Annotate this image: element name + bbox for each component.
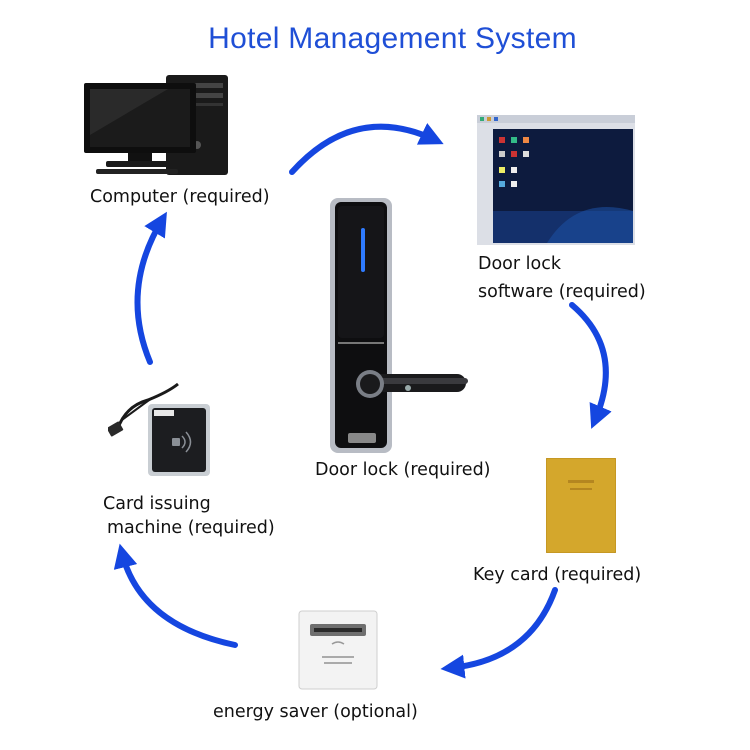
door-lock-icon <box>330 198 468 453</box>
computer-label: Computer (required) <box>90 187 270 207</box>
card-machine-label-line2: machine (required) <box>107 518 275 538</box>
software-label-line1: Door lock <box>478 254 561 274</box>
software-screenshot-icon <box>477 115 635 245</box>
door-lock-label: Door lock (required) <box>315 460 491 480</box>
arrow-software-to-keycard <box>569 302 612 429</box>
arrow-energysaver-to-cardmachine <box>113 543 238 648</box>
arrow-keycard-to-energysaver <box>440 587 558 679</box>
arrow-computer-to-software <box>289 122 444 175</box>
page-title: Hotel Management System <box>208 22 577 55</box>
desktop-computer-icon <box>84 75 228 175</box>
key-card-label: Key card (required) <box>473 565 642 585</box>
software-label-line2: software (required) <box>478 282 646 302</box>
arrow-cardmachine-to-computer <box>134 211 167 365</box>
card-encoder-icon <box>108 382 210 476</box>
energy-saver-label: energy saver (optional) <box>213 702 418 722</box>
card-machine-label-line1: Card issuing <box>103 494 211 514</box>
key-card-icon <box>546 458 616 553</box>
energy-saver-switch-icon <box>298 610 378 690</box>
